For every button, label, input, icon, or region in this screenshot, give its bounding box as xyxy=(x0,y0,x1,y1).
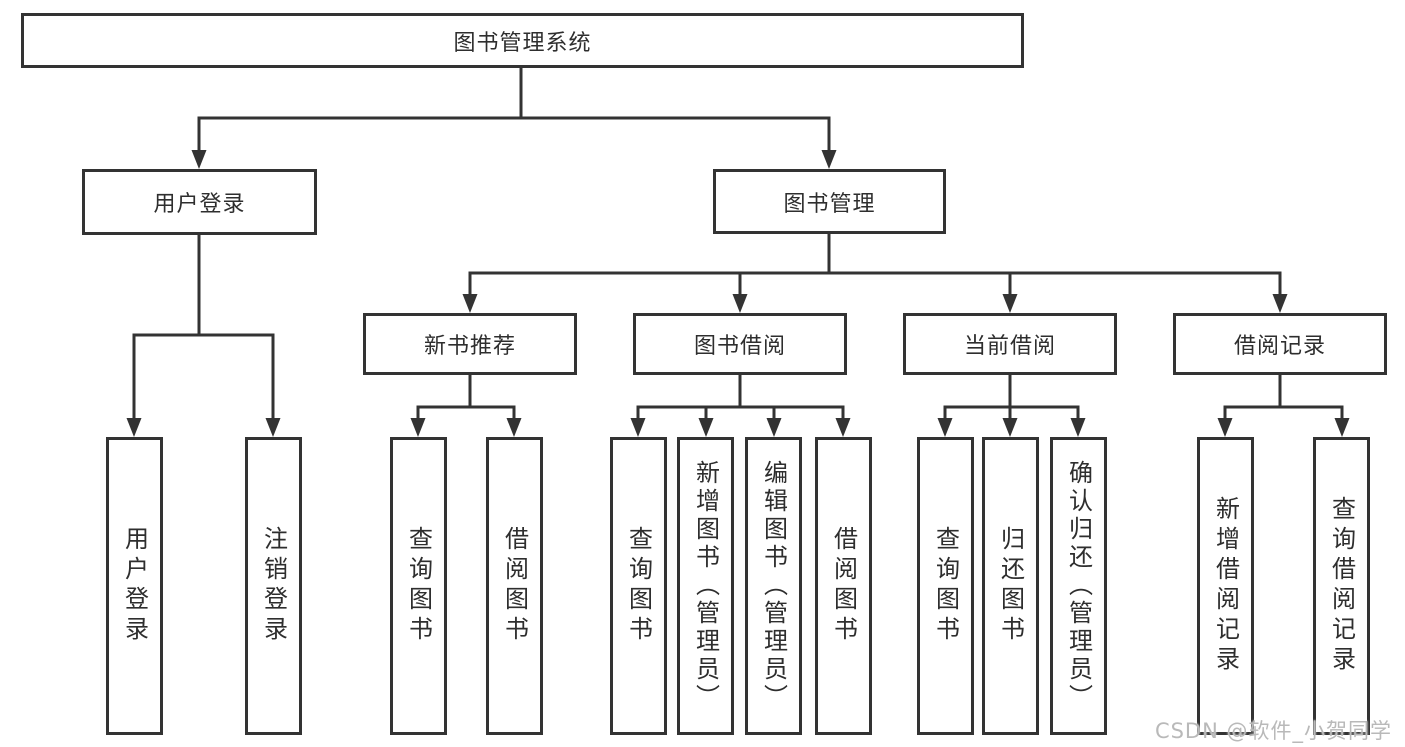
leaf-borrow-book-recommend: 借阅图书 xyxy=(486,437,543,735)
wire-records-leaves xyxy=(1223,405,1344,418)
leaf-return-book: 归还图书 xyxy=(982,437,1039,735)
node-new-book-recommend: 新书推荐 xyxy=(363,313,577,375)
leaf-user-login: 用户登录 xyxy=(106,437,163,735)
node-book-borrow: 图书借阅 xyxy=(633,313,847,375)
arrowheads xyxy=(126,150,1350,437)
watermark-text: CSDN @软件_小贺同学 xyxy=(1154,719,1392,743)
node-book-management: 图书管理 xyxy=(713,169,946,234)
leaf-borrow-book: 借阅图书 xyxy=(815,437,872,735)
leaf-query-book-borrow: 查询图书 xyxy=(610,437,667,735)
wire-user-leaves xyxy=(132,333,275,418)
leaf-confirm-return-admin: 确认归还（管理员） xyxy=(1050,437,1107,735)
wire-level2 xyxy=(468,271,1282,294)
leaf-add-borrow-record: 新增借阅记录 xyxy=(1197,437,1254,735)
wire-borrow-leaves xyxy=(636,405,845,418)
wire-newbook-leaves xyxy=(416,405,516,418)
leaf-edit-book-admin: 编辑图书（管理员） xyxy=(745,437,802,735)
node-system-root: 图书管理系统 xyxy=(21,13,1024,68)
leaf-query-borrow-record: 查询借阅记录 xyxy=(1313,437,1370,735)
leaf-query-book-recommend: 查询图书 xyxy=(390,437,447,735)
leaf-add-book-admin: 新增图书（管理员） xyxy=(677,437,734,735)
leaf-query-book-current: 查询图书 xyxy=(917,437,974,735)
node-current-borrow: 当前借阅 xyxy=(903,313,1117,375)
node-borrow-records: 借阅记录 xyxy=(1173,313,1387,375)
node-user-login: 用户登录 xyxy=(82,169,317,235)
wire-level1 xyxy=(197,116,831,152)
leaf-logout: 注销登录 xyxy=(245,437,302,735)
